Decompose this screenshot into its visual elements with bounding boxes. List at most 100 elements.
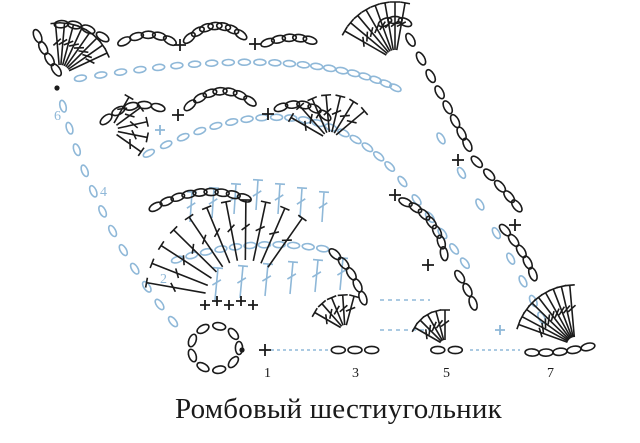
row-number-5: 5 [443, 366, 450, 381]
double-crochet [261, 262, 274, 297]
double-crochet [66, 34, 101, 69]
chain-stitch [133, 65, 147, 74]
chain-stitch [253, 58, 267, 67]
double-crochet [341, 26, 387, 56]
chain-stitch [462, 282, 473, 298]
double-crochet [211, 266, 224, 301]
chain-stitch [207, 21, 223, 31]
double-crochet [68, 48, 110, 72]
single-crochet [259, 344, 271, 356]
single-crochet [224, 300, 234, 310]
chain-stitch [408, 202, 423, 214]
chain-stitch [286, 241, 301, 250]
double-crochet [528, 298, 570, 340]
chain-stitch [439, 245, 449, 262]
row-number-7: 7 [547, 366, 554, 381]
chain-stitch [260, 37, 276, 48]
double-crochet [335, 106, 369, 136]
chain-stitch [209, 121, 223, 131]
chain-stitch [37, 40, 49, 56]
chain-stitch [58, 99, 68, 113]
double-crochet [113, 93, 134, 124]
row-number-2: 2 [160, 272, 167, 287]
chain-stitch [456, 166, 467, 180]
chain-stitch [372, 150, 385, 162]
chain-stitch [510, 199, 523, 213]
chain-stitch [204, 59, 219, 68]
double-crochet [117, 129, 150, 143]
chain-stitch [257, 240, 272, 249]
chain-stitch [282, 59, 297, 68]
chain-stitch [88, 184, 98, 198]
double-crochet [296, 186, 308, 219]
chain-stitch [384, 160, 396, 173]
chain-stitch [227, 327, 240, 341]
chain-stitch [330, 345, 347, 355]
chain-stitch [196, 361, 210, 373]
single-crochet [509, 219, 521, 231]
chain-stitch [232, 89, 248, 101]
chain-stitch [284, 100, 301, 110]
chain-stitch [192, 188, 208, 197]
chain-stitch [65, 121, 74, 135]
chain-stitch [269, 113, 284, 122]
chain-stitch [50, 63, 63, 77]
single-crochet [155, 125, 165, 135]
chain-stitch [159, 140, 173, 150]
double-crochet [61, 22, 79, 66]
chain-stitch [302, 35, 318, 46]
double-crochet [370, 3, 393, 51]
double-crochet [556, 284, 574, 338]
double-crochet [184, 213, 224, 268]
chain-stitch [80, 164, 90, 178]
double-crochet [286, 260, 299, 295]
chain-stitch [296, 100, 312, 110]
double-crochet [317, 299, 343, 327]
chain-stitch [80, 24, 96, 35]
chain-stitch [389, 83, 402, 93]
chain-stitch [468, 295, 478, 311]
chain-stitch [268, 58, 282, 67]
double-crochet [337, 293, 348, 326]
double-crochet [326, 295, 344, 326]
double-crochet [548, 286, 573, 338]
chain-stitch [192, 92, 208, 104]
single-crochet [174, 39, 186, 51]
chain-stitch [170, 61, 184, 70]
single-crochet [200, 300, 210, 310]
chain-stitch [187, 60, 202, 69]
double-crochet [523, 305, 570, 341]
chain-stitch [405, 32, 416, 47]
chain-stitch [398, 197, 413, 208]
chain-stitch [118, 243, 129, 257]
chain-stitch [442, 100, 454, 115]
single-crochet [248, 300, 258, 310]
chain-stitch [148, 201, 163, 213]
chain-stitch [187, 348, 198, 363]
chain-stitch [98, 205, 108, 218]
chain-stitch [167, 315, 179, 328]
chain-stitch [337, 256, 350, 270]
chain-stitch [369, 75, 383, 85]
double-crochet [422, 311, 444, 342]
chain-stitch [475, 198, 485, 211]
chain-stitch [462, 137, 473, 153]
chain-stitch [524, 348, 540, 357]
double-crochet [287, 112, 324, 137]
chain-stitch [482, 168, 496, 182]
chain-stitch [187, 333, 198, 348]
chain-stitch [107, 224, 118, 238]
chain-stitch [447, 345, 464, 355]
single-crochet [495, 325, 505, 335]
chain-stitch [505, 252, 516, 265]
chain-stitch [151, 63, 166, 72]
chain-stitch [337, 128, 350, 138]
chain-stitch [190, 26, 205, 38]
single-crochet [236, 296, 246, 306]
chain-stitch [291, 33, 308, 43]
chain-stitch [272, 240, 286, 249]
chain-stitch [221, 58, 236, 67]
double-crochet [63, 25, 87, 67]
double-crochet [318, 190, 330, 223]
